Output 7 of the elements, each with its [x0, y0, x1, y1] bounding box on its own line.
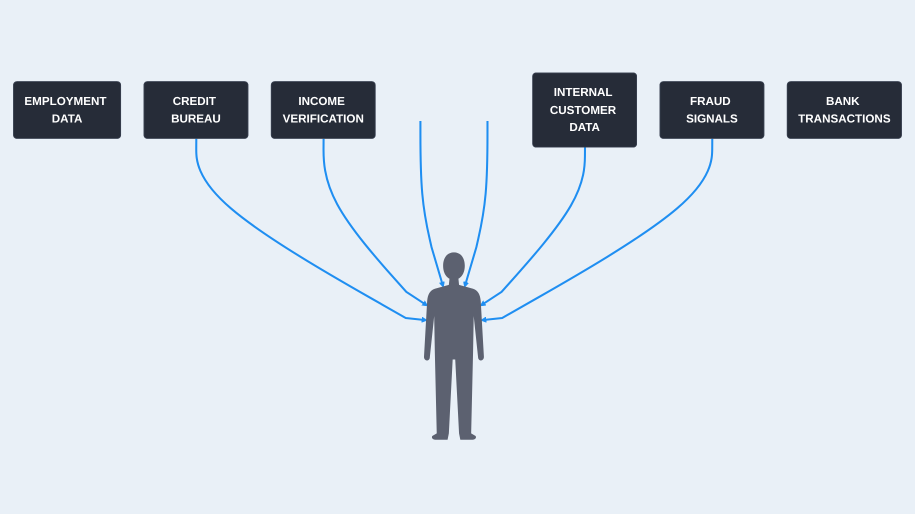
arrow — [419, 121, 445, 288]
arrow — [480, 138, 714, 323]
arrow — [463, 121, 488, 288]
arrow — [322, 138, 428, 306]
person-silhouette — [424, 252, 484, 440]
arrow — [195, 138, 428, 323]
arrow — [480, 148, 586, 306]
